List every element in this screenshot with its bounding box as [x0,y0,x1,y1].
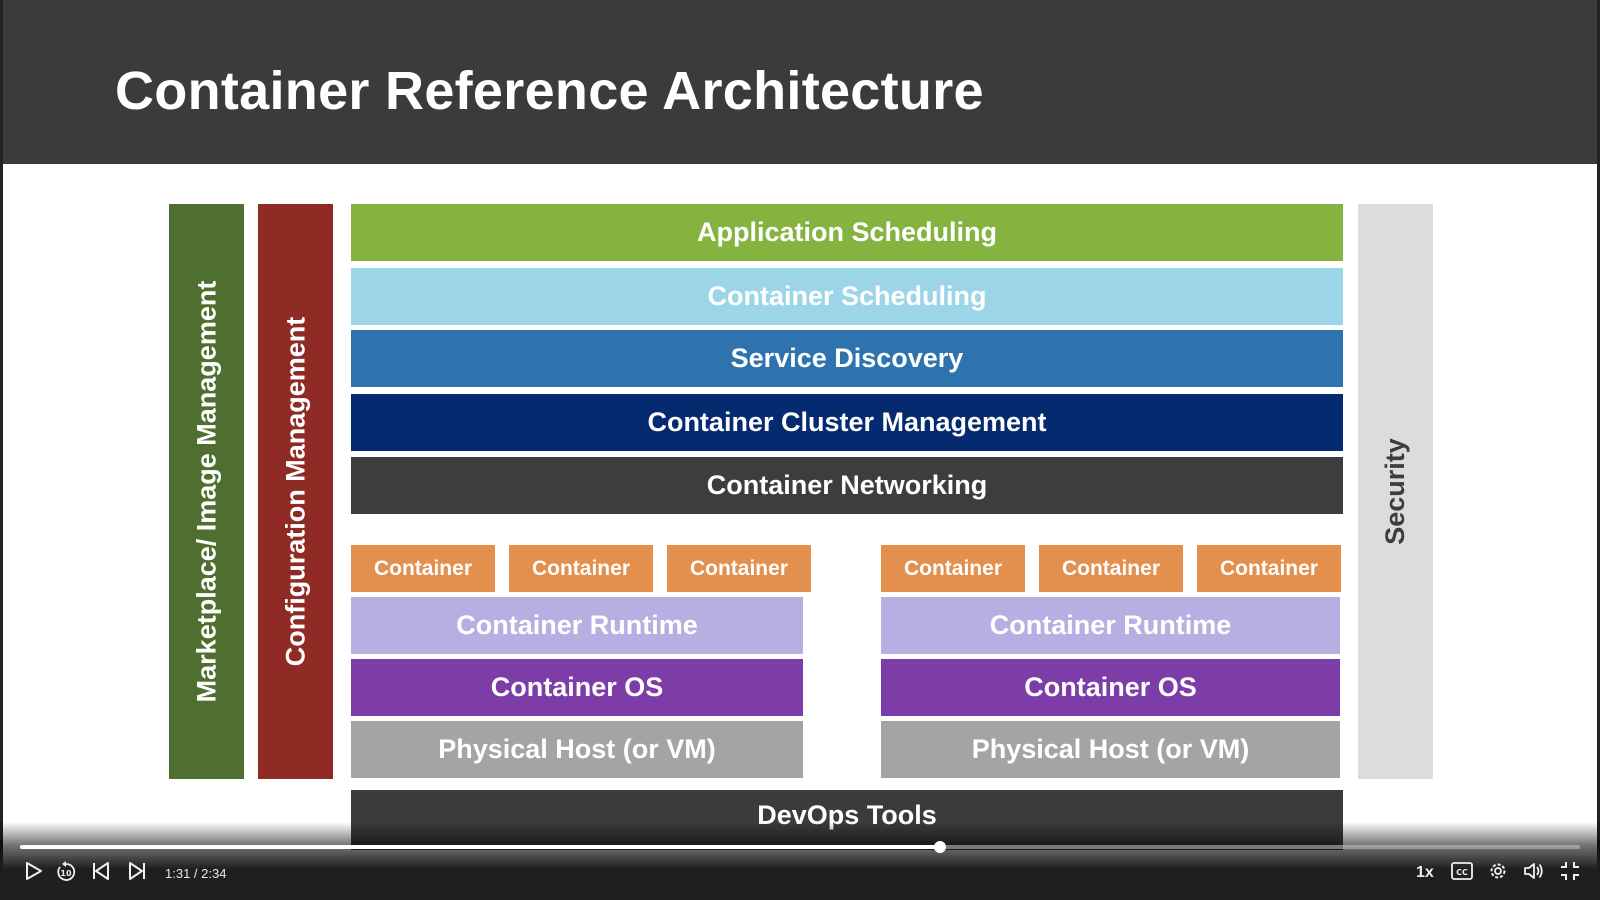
next-icon [129,862,145,880]
captions-button[interactable]: CC [1450,860,1474,882]
svg-text:10: 10 [60,869,72,878]
host1-container-os: Container OS [351,659,803,716]
settings-button[interactable] [1486,860,1510,882]
previous-button[interactable] [90,860,112,882]
svg-text:CC: CC [1456,868,1468,877]
exit-fullscreen-icon [1561,862,1579,880]
host1-physical-host: Physical Host (or VM) [351,721,803,778]
host1-container-3: Container [667,545,811,592]
replay-10-icon: 10 [57,861,76,881]
playback-speed-button[interactable]: 1x [1416,864,1434,881]
host2-container-3: Container [1197,545,1341,592]
play-button[interactable] [22,860,44,882]
host2-container-runtime: Container Runtime [881,597,1340,654]
next-button[interactable] [126,860,148,882]
exit-fullscreen-button[interactable] [1558,860,1582,882]
container-cluster-management-layer: Container Cluster Management [351,394,1343,451]
host2-container-os: Container OS [881,659,1340,716]
host2-container-2: Container [1039,545,1183,592]
play-icon [26,862,42,880]
replay-10-button[interactable]: 10 [54,860,78,884]
host1-container-2: Container [509,545,653,592]
security-label: Security [1380,438,1410,545]
progress-fill [20,845,941,849]
host1-container-1: Container [351,545,495,592]
host2-container-1: Container [881,545,1025,592]
progress-track[interactable] [20,841,1580,853]
slide: Container Reference Architecture Marketp… [3,0,1597,900]
time-display: 1:31 / 2:34 [165,866,227,881]
security-column: Security [1358,204,1433,779]
container-scheduling-layer: Container Scheduling [351,268,1343,325]
container-networking-layer: Container Networking [351,457,1343,514]
progress-scrubber[interactable] [934,841,947,853]
marketplace-image-management-column: Marketplace/ Image Management [169,204,244,779]
marketplace-image-management-label: Marketplace/ Image Management [191,280,221,703]
slide-title: Container Reference Architecture [115,61,984,121]
application-scheduling-layer: Application Scheduling [351,204,1343,261]
host1-container-runtime: Container Runtime [351,597,803,654]
captions-icon: CC [1451,862,1473,880]
configuration-management-label: Configuration Management [280,316,310,667]
volume-button[interactable] [1522,860,1546,882]
configuration-management-column: Configuration Management [258,204,333,779]
host2-physical-host: Physical Host (or VM) [881,721,1340,778]
settings-icon [1490,863,1506,879]
player-controls-bar [0,822,1600,900]
service-discovery-layer: Service Discovery [351,330,1343,387]
previous-icon [93,862,109,880]
volume-icon [1524,863,1543,879]
title-band: Container Reference Architecture [3,0,1597,164]
